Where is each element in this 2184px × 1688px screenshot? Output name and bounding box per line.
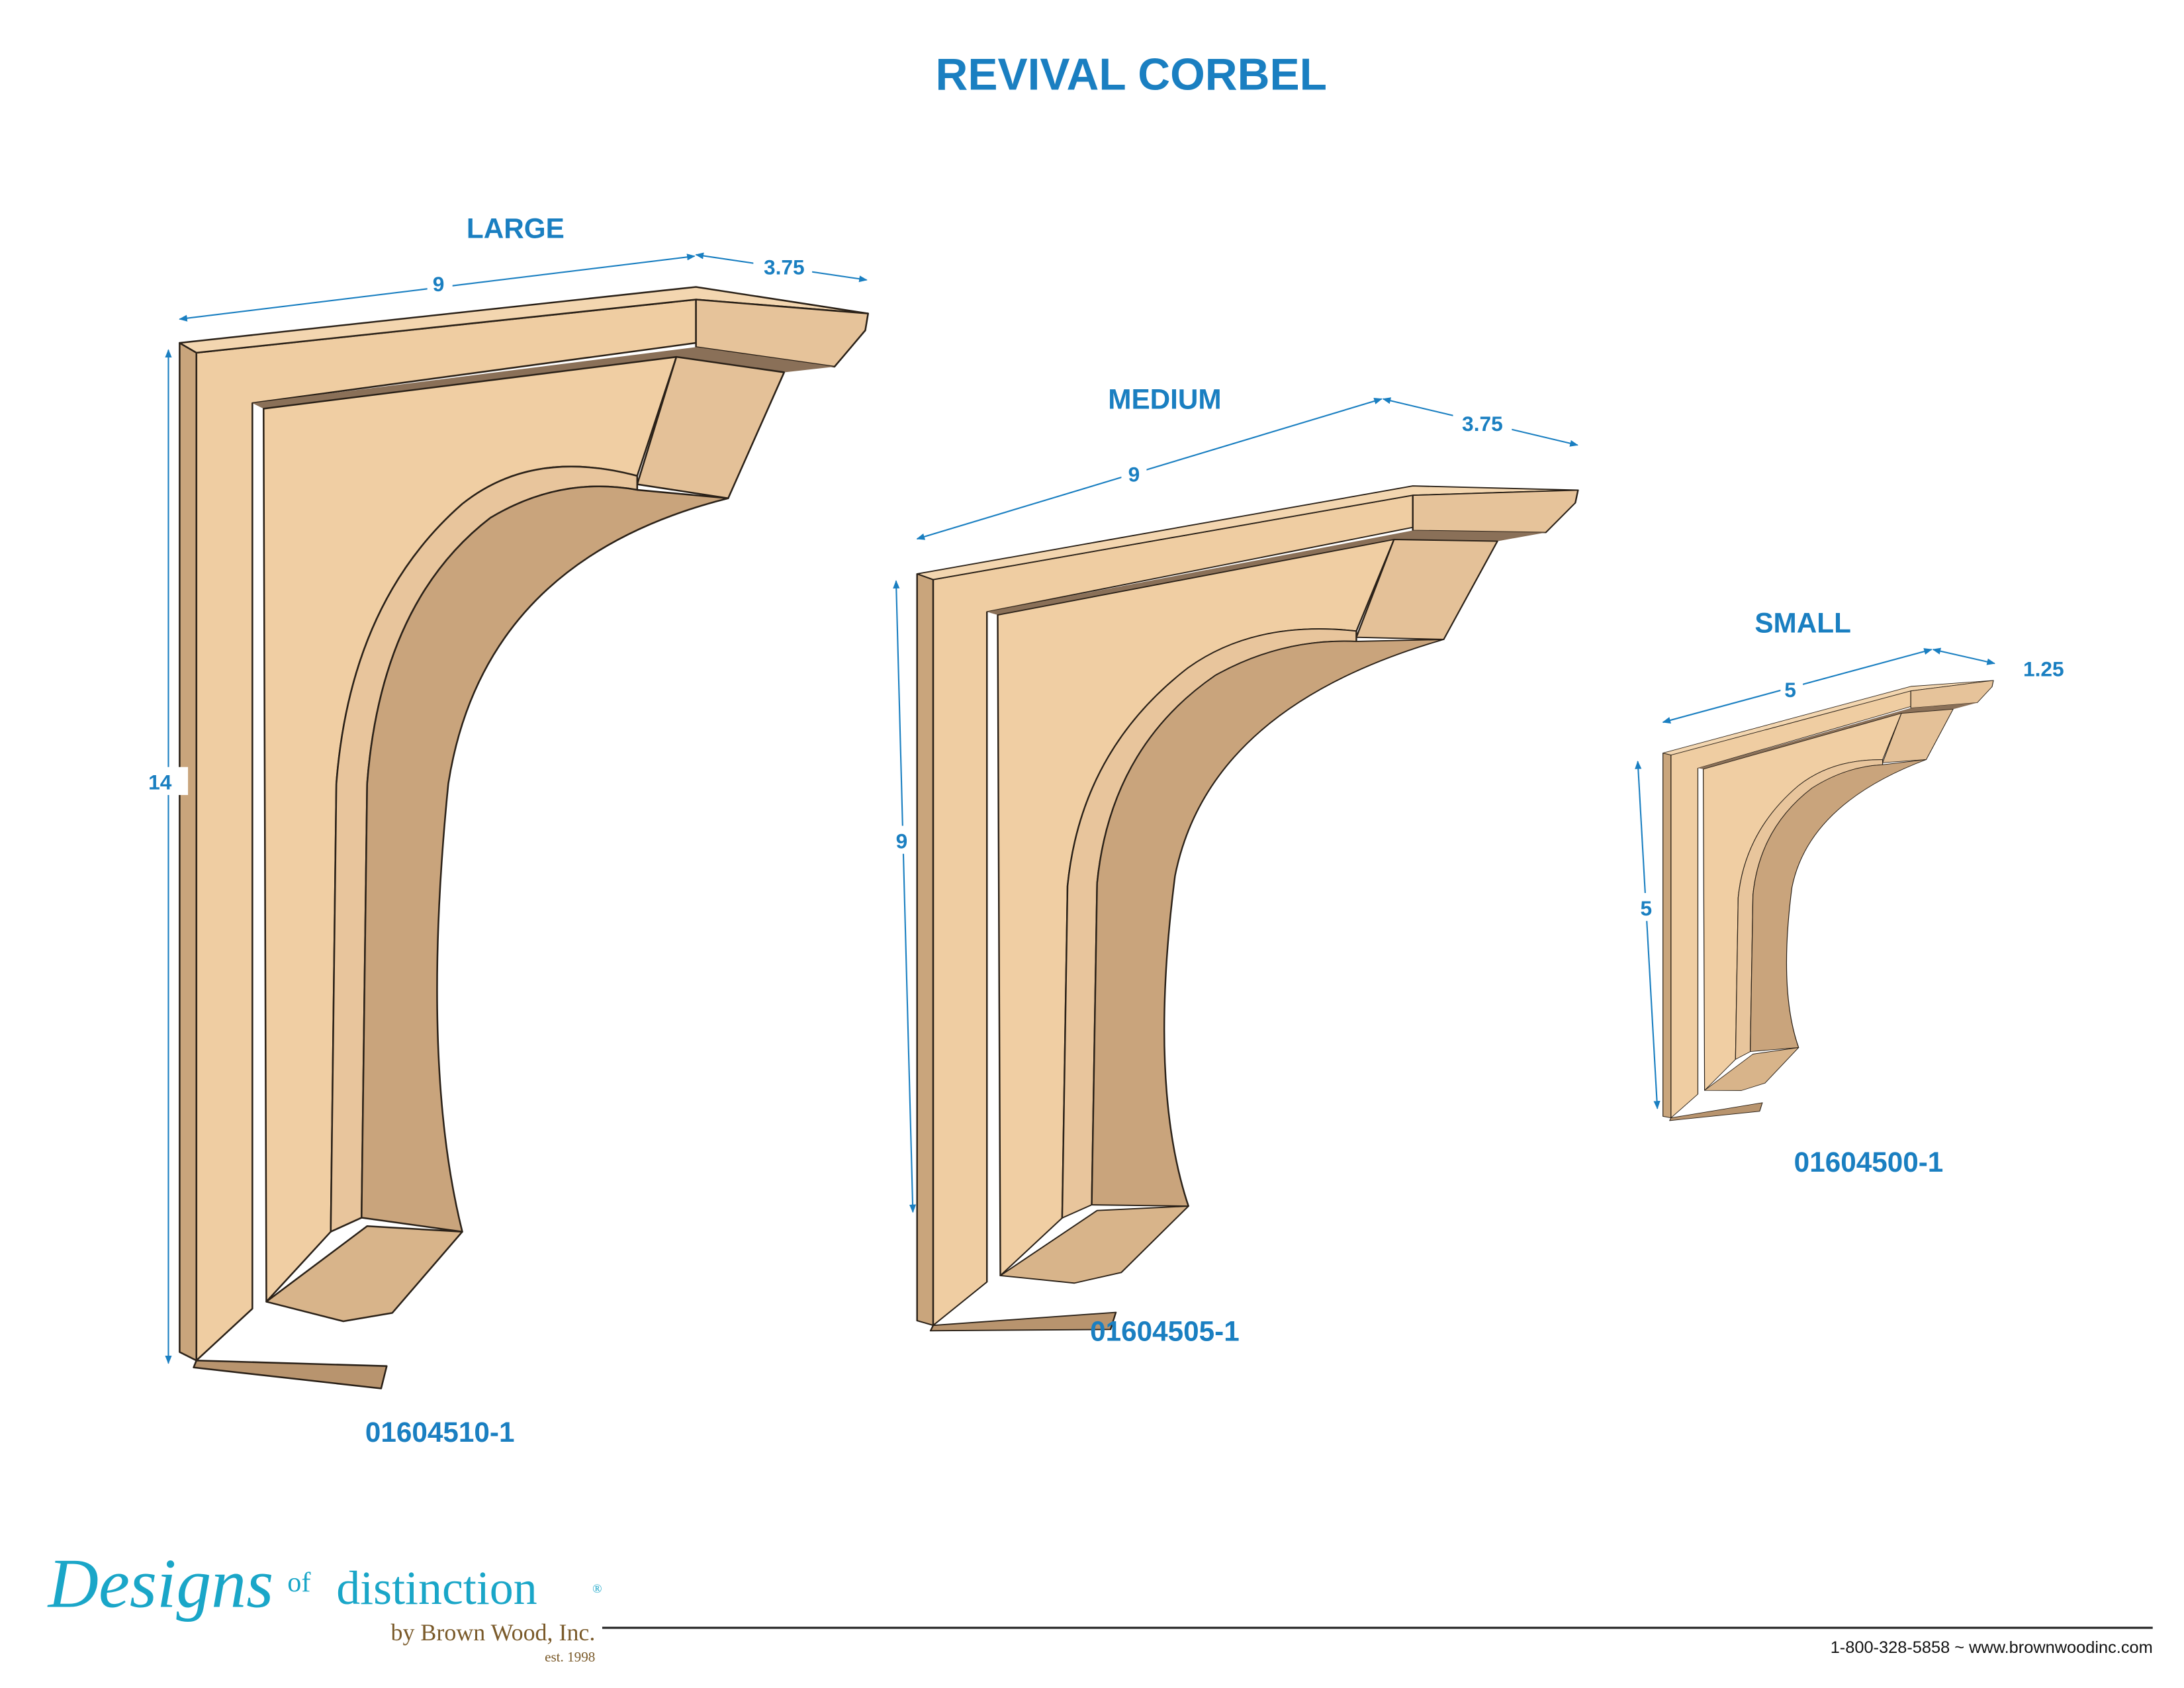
logo-byline: by Brown Wood, Inc. (391, 1619, 596, 1646)
corbel-medium: MEDIUM 9 3.75 9 01604505-1 (887, 383, 1579, 1348)
size-label-medium: MEDIUM (1108, 383, 1221, 414)
corbel-medium-illustration (916, 469, 1579, 1348)
logo-registered: ® (592, 1582, 602, 1596)
dimension-width-medium: 9 (1128, 462, 1140, 486)
sku-large: 01604510-1 (365, 1417, 515, 1448)
corbel-small-illustration (1662, 670, 1994, 1130)
page-title: REVIVAL CORBEL (935, 50, 1326, 99)
size-label-small: SMALL (1754, 608, 1851, 639)
dimension-depth-small: 1.25 (2023, 657, 2064, 680)
logo-of: of (287, 1567, 311, 1598)
dimension-line-width-medium (916, 398, 1383, 540)
dimension-line-height-small (1635, 760, 1661, 1109)
dimension-height-medium: 9 (896, 829, 908, 853)
dimension-height-large: 14 (148, 771, 172, 794)
logo-est: est. 1998 (545, 1649, 595, 1665)
dimension-depth-medium: 3.75 (1462, 412, 1503, 436)
corbel-large-illustration (179, 286, 869, 1389)
dimension-width-large: 9 (433, 272, 445, 296)
size-label-large: LARGE (467, 212, 565, 244)
footer-contact: 1-800-328-5858 ~ www.brownwoodinc.com (1831, 1638, 2153, 1657)
sku-small: 01604500-1 (1794, 1147, 1944, 1178)
corbel-large: LARGE 9 3.75 14 01604510-1 (146, 212, 869, 1448)
logo-distinction: distinction (336, 1562, 537, 1615)
corbel-small: SMALL 5 1.25 5 01604500-1 (1632, 608, 2064, 1178)
dimension-line-depth-small (1932, 647, 1996, 665)
designs-of-distinction-logo: Designs of distinction ® by Brown Wood, … (47, 1544, 602, 1664)
dimension-height-small: 5 (1640, 896, 1652, 920)
sku-medium: 01604505-1 (1090, 1316, 1240, 1347)
logo-designs: Designs (47, 1544, 274, 1622)
dimension-width-small: 5 (1784, 678, 1796, 702)
dimension-depth-large: 3.75 (764, 255, 805, 279)
dimension-line-height-medium (893, 580, 917, 1213)
